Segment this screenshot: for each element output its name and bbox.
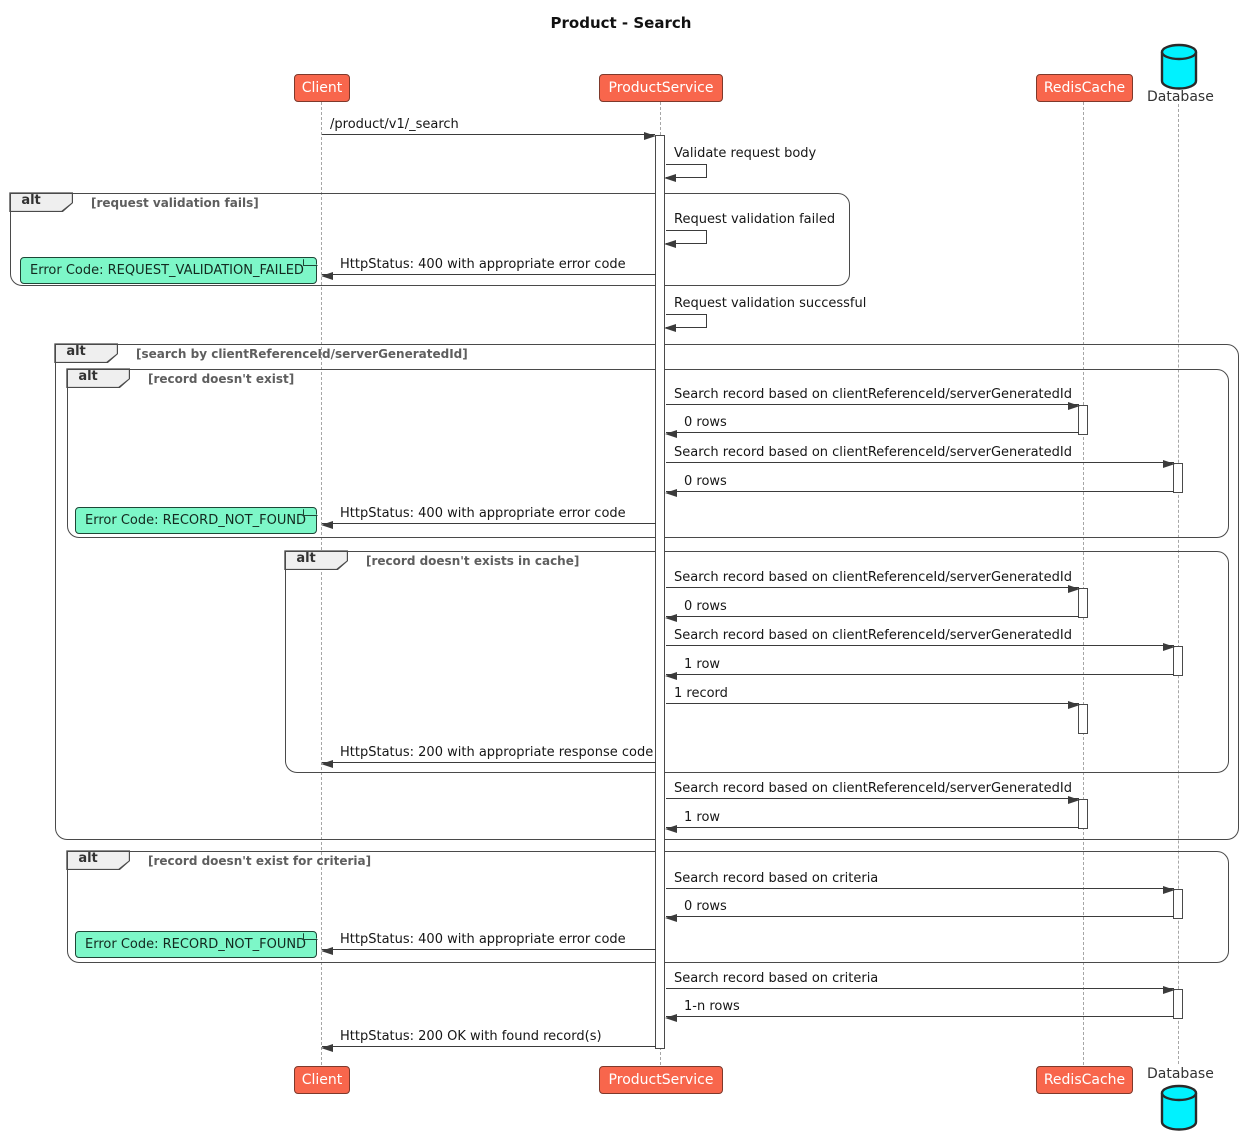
activation-product-service (655, 135, 665, 1049)
message-arrow: 0 rows (665, 898, 1174, 922)
message-arrow: HttpStatus: 400 with appropriate error c… (321, 256, 656, 280)
activation-redis-cache (1078, 799, 1088, 829)
self-message: Request validation failed (664, 212, 835, 249)
error-note-record-not-found: Error Code: RECORD_NOT_FOUND (75, 931, 318, 958)
alt-frame-search-by-id: alt [search by clientReferenceId/serverG… (54, 343, 1239, 840)
participant-client-bottom: Client (294, 1066, 350, 1094)
participant-product-service-top: ProductService (599, 74, 723, 102)
message-arrow: 1-n rows (665, 998, 1174, 1022)
message-arrow: 0 rows (665, 414, 1079, 438)
message-arrow: 1 row (665, 656, 1174, 680)
message-arrow: Search record based on clientReferenceId… (666, 386, 1080, 410)
message-arrow: 1 row (665, 809, 1079, 833)
message-arrow: Search record based on criteria (666, 870, 1175, 894)
message-arrow: Search record based on clientReferenceId… (666, 444, 1175, 468)
lifeline-client (321, 102, 322, 1065)
diagram-title: Product - Search (550, 14, 692, 32)
frame-keyword-tag: alt (284, 550, 349, 571)
message-arrow: 1 record (666, 685, 1080, 709)
activation-database (1173, 989, 1183, 1019)
database-icon-bottom (1160, 1084, 1198, 1135)
error-note-request-validation-failed: Error Code: REQUEST_VALIDATION_FAILED (20, 257, 318, 284)
frame-keyword-tag: alt (9, 192, 74, 213)
activation-redis-cache (1078, 704, 1088, 734)
alt-frame-request-validation-fails: alt [request validation fails] (9, 192, 850, 286)
message-arrow: Search record based on clientReferenceId… (666, 569, 1080, 593)
self-message: Request validation successful (664, 296, 866, 333)
error-note-record-not-found: Error Code: RECORD_NOT_FOUND (75, 507, 318, 534)
message-arrow: 0 rows (665, 473, 1174, 497)
frame-condition: [record doesn't exists in cache] (366, 554, 580, 568)
activation-database (1173, 463, 1183, 493)
frame-keyword-tag: alt (66, 368, 131, 389)
frame-keyword-tag: alt (66, 850, 131, 871)
lifeline-database (1178, 104, 1179, 1064)
activation-redis-cache (1078, 588, 1088, 618)
participant-redis-cache-bottom: RedisCache (1036, 1066, 1133, 1094)
message-arrow: Search record based on clientReferenceId… (666, 627, 1175, 651)
activation-database (1173, 889, 1183, 919)
lifeline-redis-cache (1083, 102, 1084, 1065)
activation-database (1173, 646, 1183, 676)
frame-condition: [record doesn't exist] (148, 372, 295, 386)
alt-frame-not-exist-for-criteria: alt [record doesn't exist for criteria] (66, 850, 1229, 963)
message-arrow: HttpStatus: 400 with appropriate error c… (321, 505, 656, 529)
message-arrow: HttpStatus: 200 with appropriate respons… (321, 744, 656, 768)
message-arrow: HttpStatus: 200 OK with found record(s) (321, 1028, 656, 1052)
frame-condition: [record doesn't exist for criteria] (148, 854, 372, 868)
participant-product-service-bottom: ProductService (599, 1066, 723, 1094)
alt-frame-record-doesnt-exist: alt [record doesn't exist] (66, 368, 1229, 538)
participant-redis-cache-top: RedisCache (1036, 74, 1133, 102)
frame-condition: [request validation fails] (91, 196, 259, 210)
message-arrow: Search record based on clientReferenceId… (666, 780, 1080, 804)
message-arrow: /product/v1/_search (322, 116, 656, 140)
frame-keyword-tag: alt (54, 343, 119, 364)
activation-redis-cache (1078, 405, 1088, 435)
message-arrow: 0 rows (665, 598, 1079, 622)
message-arrow: Search record based on criteria (666, 970, 1175, 994)
database-label-bottom: Database (1147, 1066, 1214, 1082)
participant-client-top: Client (294, 74, 350, 102)
self-message: Validate request body (664, 146, 816, 183)
alt-frame-not-in-cache: alt [record doesn't exists in cache] (284, 550, 1229, 773)
database-icon-top (1160, 43, 1198, 94)
frame-condition: [search by clientReferenceId/serverGener… (136, 347, 468, 361)
database-label-top: Database (1147, 89, 1214, 105)
message-arrow: HttpStatus: 400 with appropriate error c… (321, 931, 656, 955)
